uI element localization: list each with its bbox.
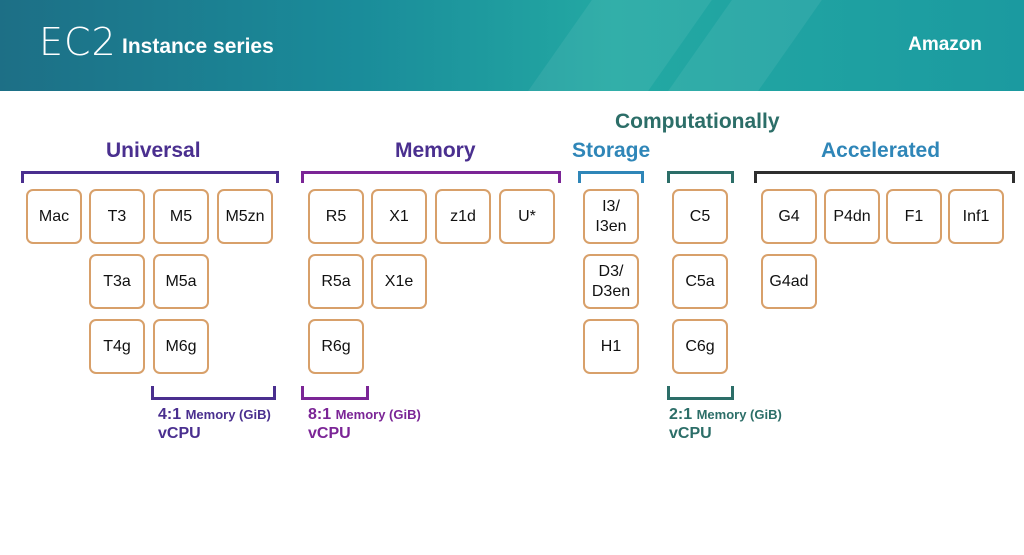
instance-box-c6g: C6g bbox=[672, 319, 728, 374]
instance-box-g4ad: G4ad bbox=[761, 254, 817, 309]
ratio-value: 4:1 bbox=[158, 406, 182, 423]
ratio-value: 8:1 bbox=[308, 406, 332, 423]
heading-universal: Universal bbox=[106, 139, 201, 162]
ratio-memory-label: Memory (GiB) bbox=[185, 407, 271, 422]
heading-computational: Computationally bbox=[615, 110, 780, 133]
instance-box-t3a: T3a bbox=[89, 254, 145, 309]
instance-box-t4g: T4g bbox=[89, 319, 145, 374]
instance-box-i3: I3/ I3en bbox=[583, 189, 639, 244]
page-subtitle: Instance series bbox=[122, 35, 274, 58]
ratio-memory-label: Memory (GiB) bbox=[335, 407, 421, 422]
ratio-vcpu-label: vCPU bbox=[158, 425, 201, 443]
ratio-label-universal: 4:1 Memory (GiB) vCPU bbox=[158, 405, 271, 443]
ratio-bracket-universal bbox=[151, 386, 276, 400]
instance-box-c5a: C5a bbox=[672, 254, 728, 309]
ratio-label-memory: 8:1 Memory (GiB) vCPU bbox=[308, 405, 421, 443]
bracket-computational bbox=[667, 171, 734, 183]
ratio-value: 2:1 bbox=[669, 406, 693, 423]
ratio-label-computational: 2:1 Memory (GiB) vCPU bbox=[669, 405, 782, 443]
heading-accelerated: Accelerated bbox=[821, 139, 941, 162]
instance-box-p4dn: P4dn bbox=[824, 189, 880, 244]
instance-box-z1d: z1d bbox=[435, 189, 491, 244]
instance-box-m5a: M5a bbox=[153, 254, 209, 309]
bracket-accelerated bbox=[754, 171, 1015, 183]
ratio-vcpu-label: vCPU bbox=[669, 425, 712, 443]
header-banner: EC2 Instance series Amazon bbox=[0, 0, 1024, 91]
instance-box-inf1: Inf1 bbox=[948, 189, 1004, 244]
instance-box-f1: F1 bbox=[886, 189, 942, 244]
page-title: EC2 bbox=[39, 20, 117, 64]
bracket-memory bbox=[301, 171, 561, 183]
instance-box-x1: X1 bbox=[371, 189, 427, 244]
instance-box-g4: G4 bbox=[761, 189, 817, 244]
instance-box-u: U* bbox=[499, 189, 555, 244]
heading-storage: Storage bbox=[572, 139, 651, 162]
ratio-bracket-computational bbox=[667, 386, 734, 400]
instance-box-d3: D3/ D3en bbox=[583, 254, 639, 309]
instance-box-m5: M5 bbox=[153, 189, 209, 244]
instance-box-x1e: X1e bbox=[371, 254, 427, 309]
instance-box-h1: H1 bbox=[583, 319, 639, 374]
instance-box-mac: Mac bbox=[26, 189, 82, 244]
instance-box-r5a: R5a bbox=[308, 254, 364, 309]
instance-box-r5: R5 bbox=[308, 189, 364, 244]
instance-box-c5: C5 bbox=[672, 189, 728, 244]
ratio-bracket-memory bbox=[301, 386, 369, 400]
instance-box-r6g: R6g bbox=[308, 319, 364, 374]
bracket-universal bbox=[21, 171, 279, 183]
instance-box-m6g: M6g bbox=[153, 319, 209, 374]
ratio-vcpu-label: vCPU bbox=[308, 425, 351, 443]
instance-box-t3: T3 bbox=[89, 189, 145, 244]
brand-name: Amazon bbox=[908, 34, 982, 55]
heading-memory: Memory bbox=[395, 139, 476, 162]
instance-box-m5zn: M5zn bbox=[217, 189, 273, 244]
bracket-storage bbox=[578, 171, 644, 183]
ratio-memory-label: Memory (GiB) bbox=[696, 407, 782, 422]
